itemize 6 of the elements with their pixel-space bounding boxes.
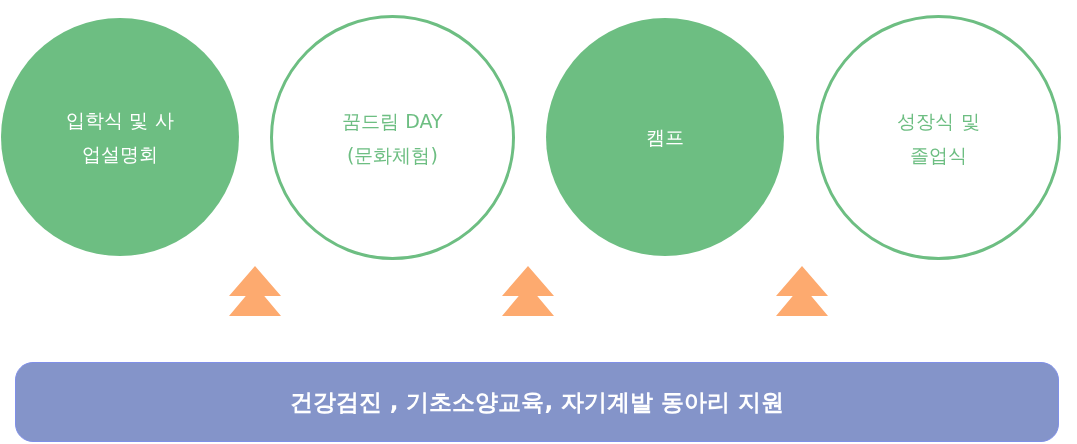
banner-text: 건강검진 , 기초소양교육, 자기계발 동아리 지원 <box>289 387 785 417</box>
circle-label: 캠프 <box>646 125 684 150</box>
circle-label: 꿈드림 DAY (문화체험) <box>341 108 444 168</box>
circle-label: 입학식 및 사업설명회 <box>65 108 175 167</box>
circle-label: 성장식 및 졸업식 <box>896 108 981 168</box>
banner-bar <box>15 362 1059 442</box>
